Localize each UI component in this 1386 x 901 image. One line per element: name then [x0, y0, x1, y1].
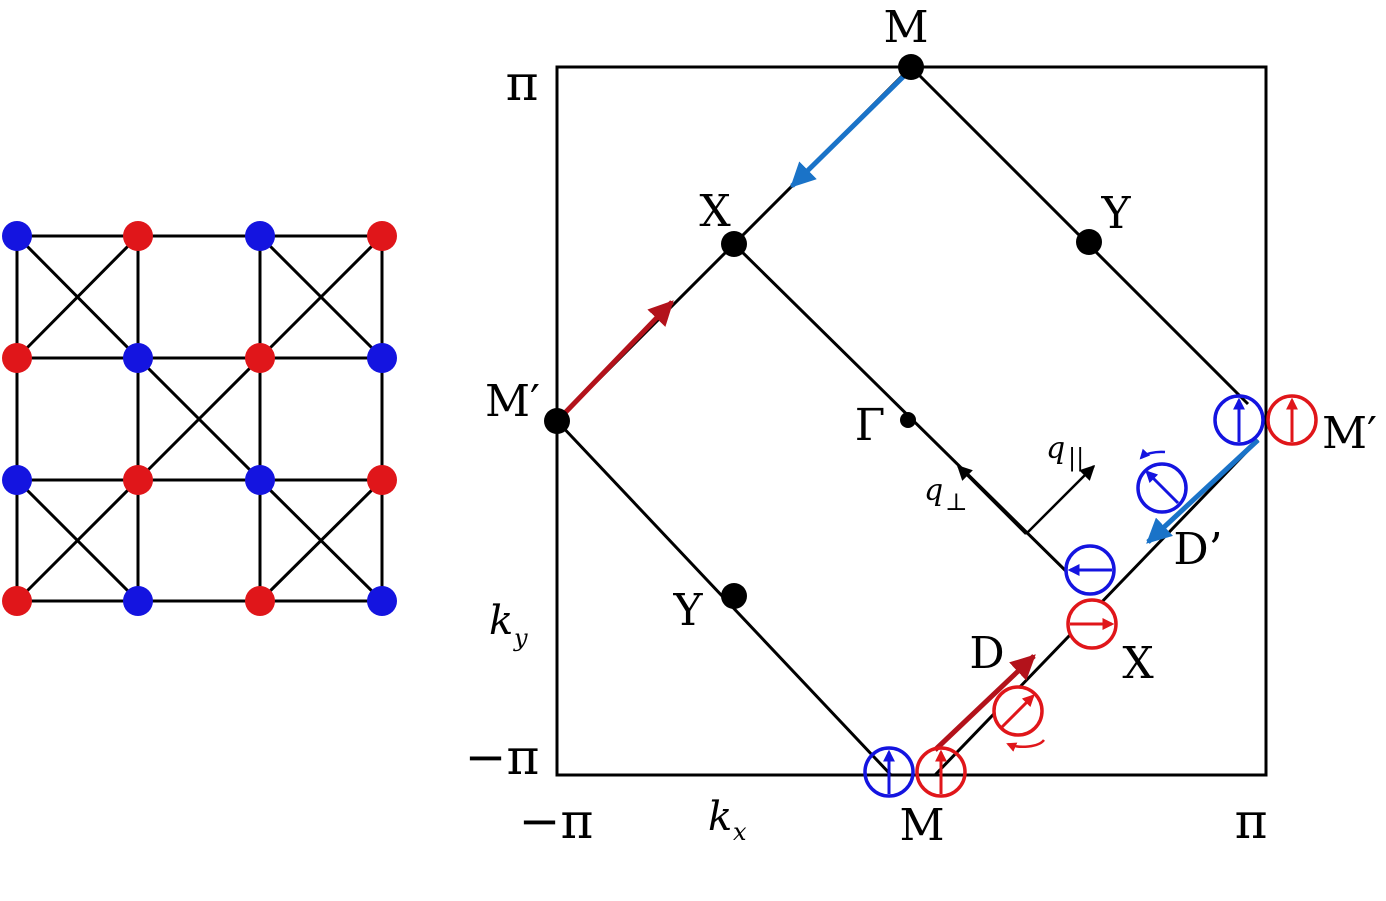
line-x-x: [732, 242, 1075, 580]
spin-blue-rotating: [1136, 448, 1188, 514]
label-ky: k y: [489, 598, 528, 652]
point-m-top: [898, 54, 924, 80]
lattice-site-blue: [367, 586, 397, 616]
checkerboard-lattice: [2, 221, 397, 616]
label-x-max: π: [1235, 792, 1268, 850]
point-m-prime-left: [544, 408, 570, 434]
spin-red-m-prime-right: [1266, 394, 1318, 446]
label-m-prime-left: M′: [485, 376, 540, 427]
lattice-site-red: [2, 343, 32, 373]
point-y-upper: [1076, 229, 1102, 255]
point-x-upper: [721, 231, 747, 257]
label-y-max: π: [506, 54, 539, 112]
label-q-parallel: q ||: [1046, 431, 1084, 473]
spin-red-x-lower: [1066, 598, 1118, 650]
lattice-site-red: [245, 586, 275, 616]
lattice-diagonal-bond: [136, 356, 262, 482]
point-y-lower: [721, 583, 747, 609]
lattice-diagonal-bond: [15, 478, 140, 603]
label-y-lower: Y: [672, 585, 703, 636]
label-x-min: −π: [519, 792, 594, 850]
lattice-site-blue: [367, 343, 397, 373]
label-y-min: −π: [465, 728, 540, 786]
lattice-site-red: [123, 465, 153, 495]
lattice-site-blue: [123, 343, 153, 373]
label-d-prime: D’: [1173, 524, 1222, 575]
red-path-arrow-left: [558, 300, 674, 420]
spin-blue-m-prime-right: [1213, 394, 1265, 446]
label-kx: k x: [708, 794, 747, 846]
label-m-bottom: M: [899, 800, 944, 851]
lattice-site-red: [245, 343, 275, 373]
lattice-site-red: [367, 221, 397, 251]
point-gamma: [900, 412, 916, 428]
q-perp-sub: ⊥: [945, 488, 968, 516]
label-d: D: [969, 628, 1004, 679]
spin-red-m-bottom: [915, 746, 967, 798]
blue-path-arrow-d-prime: [1146, 438, 1260, 544]
label-m-prime-right: M′: [1322, 408, 1377, 459]
kx-letter: k: [708, 794, 732, 840]
q-parallel-letter: q: [1046, 431, 1065, 466]
q-perp-arrow: [956, 464, 1027, 535]
q-perp-letter: q: [924, 473, 943, 508]
lattice-site-blue: [245, 221, 275, 251]
label-q-perp: q ⊥: [924, 473, 968, 516]
kx-sub: x: [733, 818, 747, 846]
red-path-arrow-d: [933, 654, 1036, 752]
q-parallel-arrow: [1025, 464, 1096, 535]
label-x-lower: X: [1122, 638, 1154, 689]
ky-letter: k: [489, 598, 513, 644]
spin-blue-x-lower: [1064, 544, 1116, 596]
lattice-bonds: [15, 234, 384, 603]
lattice-diagonal-bond: [258, 234, 384, 360]
lattice-diagonal-bond: [258, 478, 384, 603]
lattice-site-blue: [245, 465, 275, 495]
lattice-site-red: [2, 586, 32, 616]
blue-path-arrow-top: [790, 74, 906, 188]
label-gamma: Γ: [855, 400, 886, 451]
label-y-upper: Y: [1100, 188, 1131, 239]
spin-red-rotating: [992, 685, 1045, 752]
q-parallel-sub: ||: [1068, 444, 1084, 473]
lattice-diagonal-bond: [15, 234, 140, 360]
lattice-site-red: [367, 465, 397, 495]
spin-blue-m-bottom: [863, 746, 915, 798]
brillouin-zone: M M M′ M′ X X Y Y Γ D D’ q || q ⊥ π −π −…: [465, 2, 1377, 851]
lattice-site-blue: [2, 465, 32, 495]
lattice-site-blue: [123, 586, 153, 616]
label-m-top: M: [883, 2, 928, 53]
label-x-upper: X: [699, 186, 731, 237]
lattice-site-red: [123, 221, 153, 251]
ky-sub: y: [513, 624, 528, 652]
lattice-sites: [2, 221, 397, 616]
lattice-site-blue: [2, 221, 32, 251]
